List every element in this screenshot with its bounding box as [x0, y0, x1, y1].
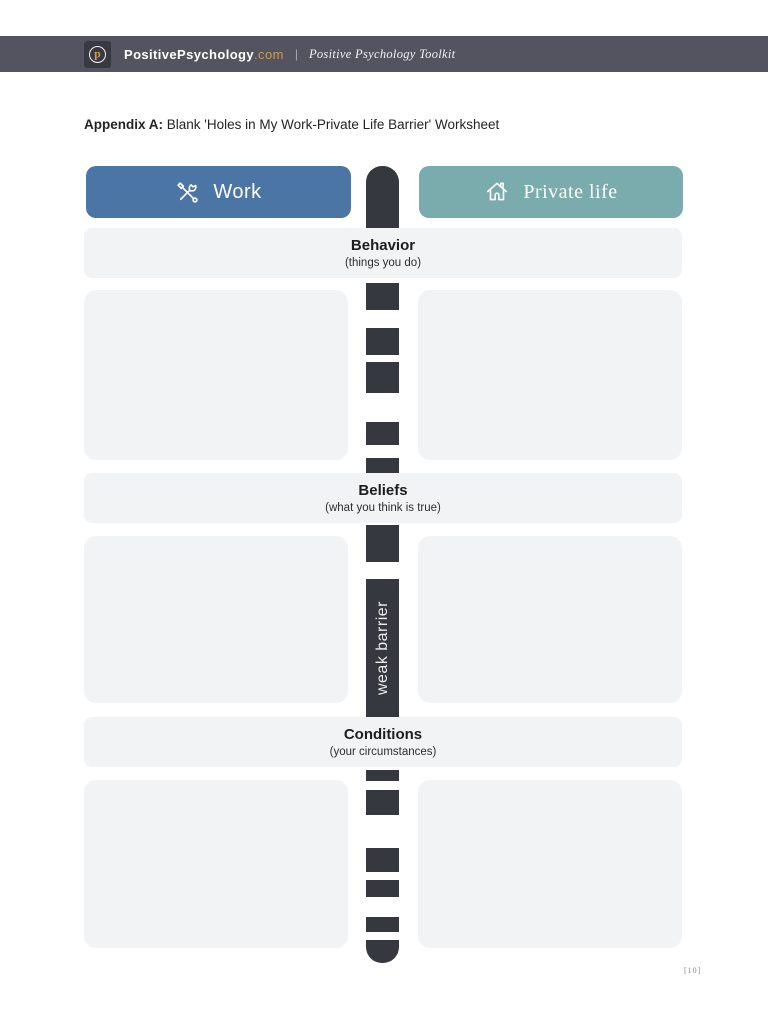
barrier-segment-labeled: weak barrier [366, 579, 399, 717]
section-band-conditions: Conditions (your circumstances) [84, 717, 682, 767]
section-title: Behavior [350, 236, 416, 254]
page-number: [10] [684, 966, 702, 975]
barrier-segment [366, 790, 399, 815]
crossed-tools-icon [175, 180, 200, 205]
header-separator: | [294, 47, 298, 61]
brand-name: PositivePsychology [124, 46, 255, 62]
barrier-segment [366, 283, 399, 310]
home-icon [484, 179, 510, 205]
barrier-segment [366, 880, 399, 897]
private-life-column-header: Private life [419, 166, 683, 218]
header-bar: p PositivePsychology.com | Positive Psyc… [0, 36, 768, 72]
brand-text: PositivePsychology.com [124, 47, 284, 62]
barrier-segment-top-cap [366, 166, 399, 228]
section-subtitle: (your circumstances) [329, 745, 437, 758]
worksheet-box-behavior-private [418, 290, 682, 460]
barrier-segment [366, 458, 399, 473]
section-band-behavior: Behavior (things you do) [84, 228, 682, 278]
section-subtitle: (things you do) [344, 256, 422, 269]
page-title-prefix: Appendix A: [84, 117, 163, 132]
work-column-header: Work [86, 166, 351, 218]
page-title-text: Blank 'Holes in My Work-Private Life Bar… [163, 117, 500, 132]
worksheet-box-behavior-work [84, 290, 348, 460]
barrier-segment [366, 328, 399, 355]
toolkit-tagline: Positive Psychology Toolkit [308, 46, 456, 61]
barrier-segment [366, 917, 399, 932]
barrier-segment [366, 525, 399, 562]
section-subtitle: (what you think is true) [325, 501, 441, 514]
p-circle-logo-icon: p [89, 45, 106, 63]
weak-barrier-label: weak barrier [373, 600, 391, 696]
brand-domain: .com [254, 46, 284, 62]
section-title: Conditions [343, 725, 423, 743]
section-band-beliefs: Beliefs (what you think is true) [84, 473, 682, 523]
worksheet-box-conditions-work [84, 780, 348, 948]
barrier-segment [366, 770, 399, 781]
page-title: Appendix A: Blank 'Holes in My Work-Priv… [84, 117, 499, 132]
barrier-segment [366, 848, 399, 872]
positive-psychology-logo: p [84, 40, 111, 68]
worksheet-box-beliefs-work [84, 536, 348, 703]
private-life-label: Private life [523, 180, 618, 203]
barrier-segment [366, 362, 399, 393]
worksheet-box-beliefs-private [418, 536, 682, 703]
barrier-segment-bottom-cap [366, 940, 399, 963]
worksheet-box-conditions-private [418, 780, 682, 948]
work-label: Work [213, 180, 262, 203]
barrier-segment [366, 422, 399, 445]
section-title: Beliefs [358, 481, 408, 499]
